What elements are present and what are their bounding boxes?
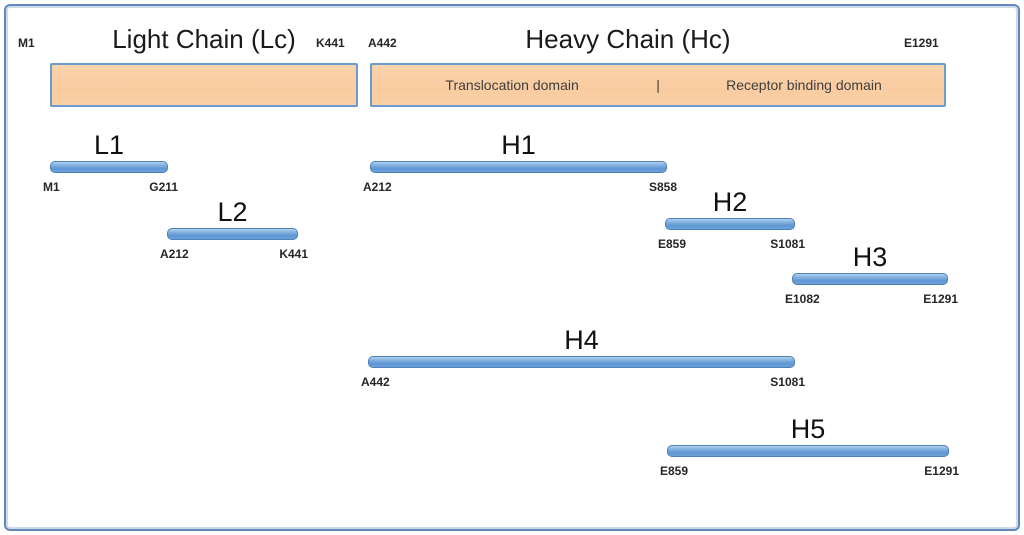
fragment-title: H2 <box>712 187 748 217</box>
fragment-start-label: E1082 <box>785 292 820 306</box>
fragment-bar <box>667 445 949 457</box>
fragment-end-label: S1081 <box>770 375 805 389</box>
fragment-H2: H2 E859 S1081 <box>658 187 805 251</box>
fragment-L1: L1 M1 G211 <box>43 130 178 194</box>
fragment-bar <box>370 161 667 173</box>
fragment-end-label: S1081 <box>770 237 805 251</box>
fragment-bar <box>50 161 168 173</box>
fragment-title: H1 <box>501 130 536 160</box>
heavy-chain-title: Heavy Chain (Hc) <box>525 24 731 54</box>
fragment-title: H4 <box>564 325 599 355</box>
fragment-H1: H1 A212 S858 <box>363 130 677 194</box>
fragment-bar <box>167 228 298 240</box>
translocation-domain-label: Translocation domain <box>445 77 579 93</box>
fragment-title: L2 <box>217 197 248 227</box>
fragment-title: L1 <box>93 130 125 160</box>
fragment-H5: H5 E859 E1291 <box>660 414 959 478</box>
fragment-H4: H4 A442 S1081 <box>361 325 805 389</box>
fragment-end-label: K441 <box>279 247 308 261</box>
fragment-start-label: A442 <box>361 375 390 389</box>
fragment-start-label: A212 <box>160 247 189 261</box>
domain-separator-bar: | <box>656 77 660 93</box>
fragment-end-label: S858 <box>648 180 677 194</box>
fragment-title: H5 <box>790 414 826 444</box>
light-chain-end-label: K441 <box>316 36 345 50</box>
light-chain-title: Light Chain (Lc) <box>112 24 296 54</box>
fragment-bar <box>665 218 795 230</box>
fragment-L2: L2 A212 K441 <box>160 197 308 261</box>
fragment-end-label: G211 <box>149 180 178 194</box>
fragment-bar <box>368 356 795 368</box>
fragment-start-label: E859 <box>658 237 687 251</box>
fragment-start-label: E859 <box>660 464 689 478</box>
fragment-end-label: E1291 <box>924 464 959 478</box>
fragment-end-label: E1291 <box>923 292 958 306</box>
fragment-start-label: A212 <box>363 180 392 194</box>
receptor-binding-domain-label: Receptor binding domain <box>726 77 882 93</box>
fragment-start-label: M1 <box>43 180 60 194</box>
light-chain-start-label: M1 <box>18 36 35 50</box>
light-chain-bar <box>50 63 358 107</box>
heavy-chain-start-label: A442 <box>368 36 397 50</box>
heavy-chain-bar: Translocation domain | Receptor binding … <box>370 63 946 107</box>
fragment-title: H3 <box>852 242 888 272</box>
fragment-bar <box>792 273 948 285</box>
heavy-chain-end-label: E1291 <box>904 36 939 50</box>
fragment-H3: H3 E1082 E1291 <box>785 242 958 306</box>
heavy-chain-domains: Translocation domain | Receptor binding … <box>372 65 944 105</box>
